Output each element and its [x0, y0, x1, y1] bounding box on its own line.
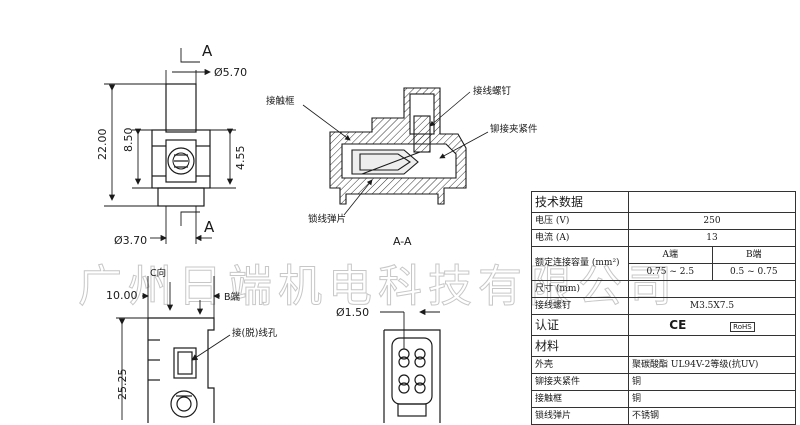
- spec-title: 技术数据: [531, 191, 629, 213]
- cert-marks: CE RoHS: [628, 314, 796, 336]
- dim-width-bottom: 10.00: [106, 289, 138, 302]
- spec-title-blank: [628, 191, 796, 213]
- rivet-label: 铆接夹紧件: [531, 373, 629, 391]
- callout-wire-screw: 接线螺钉: [473, 85, 512, 97]
- dim-height-side: 4.55: [234, 146, 247, 171]
- section-view: [329, 87, 467, 205]
- spec-row-capacity-head: 额定连接容量 (mm²) A端 B端: [531, 246, 796, 281]
- front-view: [151, 83, 211, 207]
- spec-table: 技术数据 电压 (V) 250 电流 (A) 13 额定连接容量 (mm²) A…: [531, 191, 796, 425]
- shell-value: 聚碳酸酯 UL94V-2等级(抗UV): [628, 356, 796, 374]
- section-label: A-A: [393, 235, 412, 248]
- side-view-dimensions: [116, 276, 231, 420]
- spec-row-current: 电流 (A) 13: [531, 229, 796, 247]
- frame-value: 铜: [628, 390, 796, 408]
- current-label: 电流 (A): [531, 229, 629, 247]
- dim-dia-top: Ø5.70: [214, 66, 247, 79]
- callout-rivet-clamp: 铆接夹紧件: [490, 123, 538, 135]
- callout-wire-hole: 接(脱)线孔: [232, 327, 278, 339]
- spring-value: 不锈钢: [628, 407, 796, 425]
- cert-label: 认证: [531, 314, 629, 336]
- spec-row-screw: 接线螺钉 M3.5X7.5: [531, 297, 796, 315]
- capacity-label: 额定连接容量 (mm²): [531, 246, 629, 281]
- section-marker-bottom: A: [204, 218, 215, 236]
- callout-lock-spring: 锁线弹片: [308, 213, 346, 225]
- capacity-b-range: 0.5 ~ 0.75: [711, 263, 796, 281]
- section-marker-top: A: [202, 42, 213, 60]
- shell-label: 外壳: [531, 356, 629, 374]
- spec-row-capacity-range: 0.75 ~ 2.5 0.5 ~ 0.75: [532, 263, 796, 281]
- spec-title-row: 技术数据: [531, 191, 796, 213]
- dim-height-body: 8.50: [122, 128, 135, 153]
- spec-row-shell: 外壳 聚碳酸酯 UL94V-2等级(抗UV): [531, 356, 796, 374]
- spec-row-size: 尺寸 (mm): [531, 280, 796, 298]
- size-label: 尺寸 (mm): [531, 280, 629, 298]
- voltage-label: 电压 (V): [531, 212, 629, 230]
- label-direction-c: C向: [150, 267, 166, 279]
- capacity-a-end: A端: [628, 246, 713, 264]
- screw-value: M3.5X7.5: [628, 297, 796, 315]
- material-blank: [628, 335, 796, 357]
- front-view-dimensions: [104, 48, 236, 244]
- voltage-value: 250: [628, 212, 796, 230]
- dim-dia-bottom: Ø3.70: [114, 234, 147, 247]
- material-label: 材料: [531, 335, 629, 357]
- capacity-a-range: 0.75 ~ 2.5: [628, 263, 713, 281]
- end-view: [383, 329, 441, 423]
- spec-row-cert: 认证 CE RoHS: [531, 314, 796, 336]
- rivet-value: 铜: [628, 373, 796, 391]
- dim-height-bottom: 25.25: [116, 369, 129, 401]
- spec-row-spring: 锁线弹片 不锈钢: [531, 407, 796, 425]
- spring-label: 锁线弹片: [531, 407, 629, 425]
- spec-row-frame: 接触框 铜: [531, 390, 796, 408]
- spec-row-voltage: 电压 (V) 250: [531, 212, 796, 230]
- spec-row-rivet: 铆接夹紧件 铜: [531, 373, 796, 391]
- end-view-dimension: [380, 308, 440, 349]
- section-callout-lines: [302, 91, 489, 216]
- label-end-b: B端: [224, 291, 241, 303]
- size-value: [628, 280, 796, 298]
- screw-label: 接线螺钉: [531, 297, 629, 315]
- spec-row-material: 材料: [531, 335, 796, 357]
- callout-contact-frame: 接触框: [266, 95, 295, 107]
- dim-height-total: 22.00: [96, 129, 109, 161]
- dim-dia-hole: Ø1.50: [336, 306, 369, 319]
- frame-label: 接触框: [531, 390, 629, 408]
- ce-mark: CE: [669, 317, 687, 332]
- rohs-mark: RoHS: [730, 321, 755, 332]
- capacity-b-end: B端: [711, 246, 796, 264]
- current-value: 13: [628, 229, 796, 247]
- side-view: [147, 317, 215, 423]
